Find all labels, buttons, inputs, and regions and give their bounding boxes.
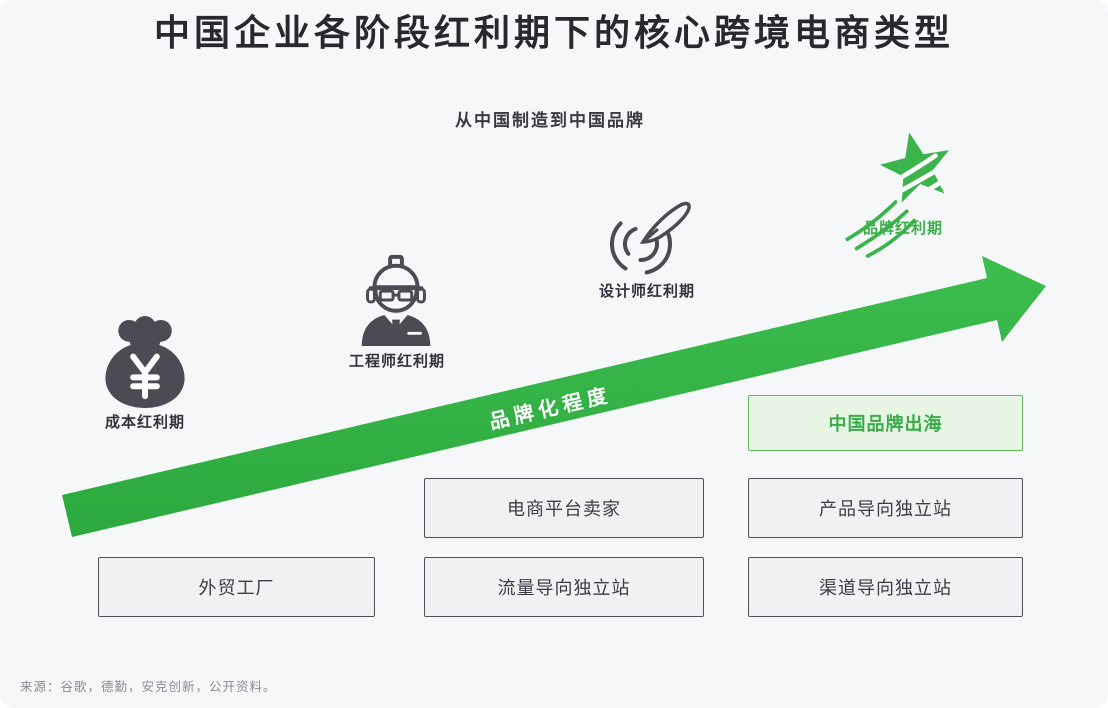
engineer-icon	[361, 254, 431, 347]
source-note: 来源：谷歌，德勤，安克创新，公开资料。	[20, 680, 277, 694]
pen-design-icon	[610, 201, 691, 275]
box-foreign-trade-factory: 外贸工厂	[98, 557, 375, 617]
shooting-star-icon	[845, 132, 950, 258]
box-traffic-oriented-site: 流量导向独立站	[424, 557, 704, 617]
stage-label-engineer: 工程师红利期	[348, 353, 445, 370]
box-china-brands-overseas: 中国品牌出海	[748, 395, 1023, 451]
money-bag-icon	[105, 316, 185, 409]
box-channel-oriented-site: 渠道导向独立站	[748, 557, 1023, 617]
arrow-shape	[62, 256, 1046, 537]
stage-label-cost: 成本红利期	[104, 414, 185, 431]
box-product-oriented-site: 产品导向独立站	[748, 478, 1023, 538]
stage-label-brand: 品牌红利期	[862, 220, 943, 237]
stage-label-designer: 设计师红利期	[598, 283, 695, 300]
subtitle: 从中国制造到中国品牌	[455, 111, 645, 130]
box-ecommerce-platform-seller: 电商平台卖家	[424, 478, 704, 538]
page-title: 中国企业各阶段红利期下的核心跨境电商类型	[153, 12, 954, 53]
